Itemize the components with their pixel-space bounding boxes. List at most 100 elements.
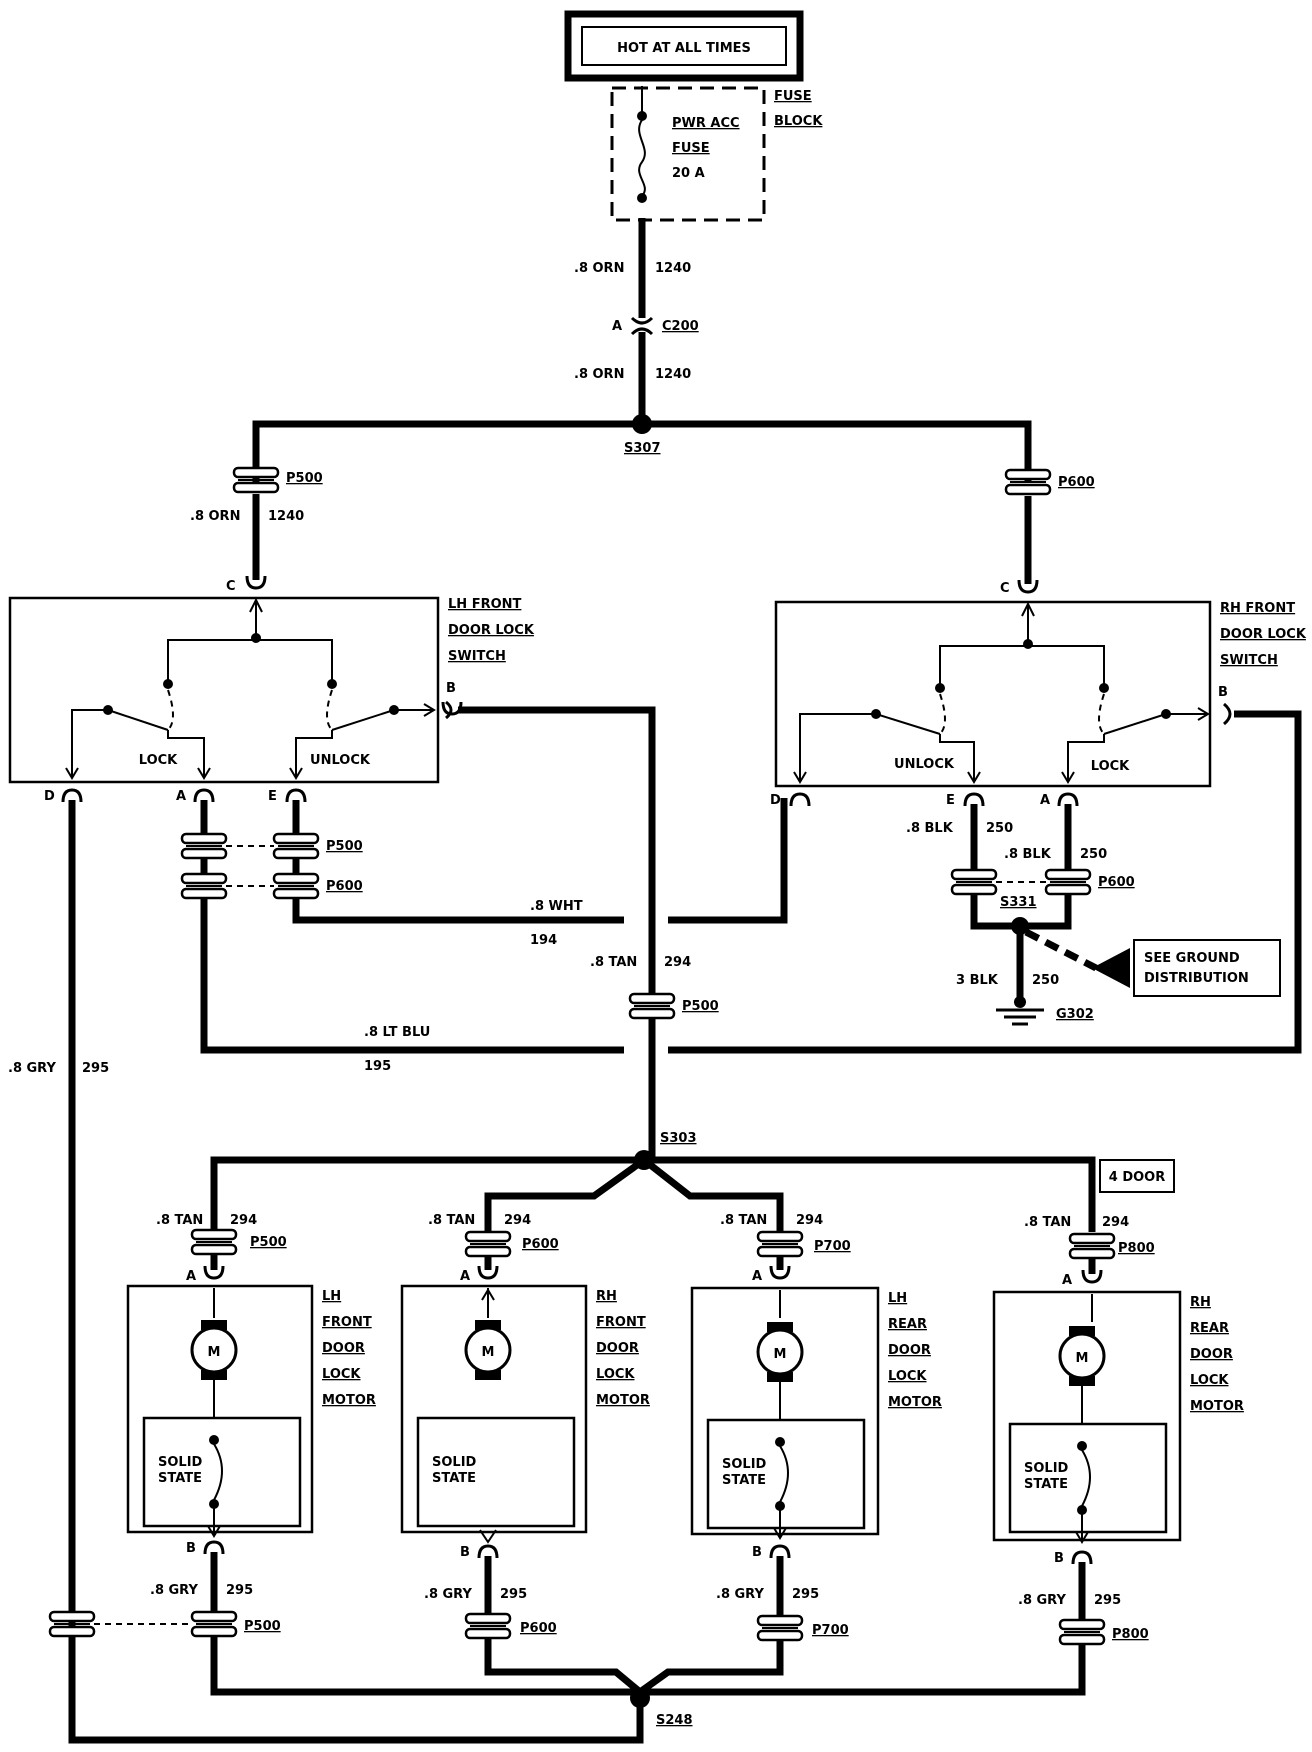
- gry-circuit-m2: 295: [500, 1587, 527, 1602]
- rh-switch-label-1: RH FRONT: [1220, 601, 1295, 616]
- gry-circuit-m4: 295: [1094, 1593, 1121, 1608]
- four-door-label: 4 DOOR: [1109, 1170, 1165, 1185]
- m1-solid-label-1: SOLID: [158, 1455, 203, 1470]
- ground-symbol: [996, 1008, 1044, 1026]
- m1-solid-label-2: STATE: [158, 1471, 202, 1486]
- gry-circuit-left: 295: [82, 1061, 109, 1076]
- blk3-gauge: 3 BLK: [956, 973, 999, 988]
- tan-circuit-m1: 294: [230, 1213, 257, 1228]
- orn-gauge-mid: .8 ORN: [574, 367, 624, 382]
- orn-circuit-top: 1240: [655, 261, 691, 276]
- p500-label-top: P500: [286, 471, 323, 486]
- c200-connector: [630, 316, 654, 336]
- gry-circuit-m3: 295: [792, 1587, 819, 1602]
- orn-circuit-left: 1240: [268, 509, 304, 524]
- blk3-circuit: 250: [1032, 973, 1059, 988]
- tan-circuit-m3: 294: [796, 1213, 823, 1228]
- orn-gauge-top: .8 ORN: [574, 261, 624, 276]
- m2-label-5: MOTOR: [596, 1393, 650, 1408]
- m4-pin-a: A: [1062, 1273, 1072, 1288]
- fuse-label-1: PWR ACC: [672, 116, 740, 131]
- tan-circuit-center: 294: [664, 955, 691, 970]
- m3-label-3: DOOR: [888, 1343, 931, 1358]
- c200-pin-a: A: [612, 319, 622, 334]
- m1-pin-b: B: [186, 1541, 196, 1556]
- m1-label-5: MOTOR: [322, 1393, 376, 1408]
- m4-solid-state: [1008, 1422, 1168, 1534]
- m4-solid-label-2: STATE: [1024, 1477, 1068, 1492]
- tan-circuit-m2: 294: [504, 1213, 531, 1228]
- m1-label-1: LH: [322, 1289, 341, 1304]
- p600-label-m2-bottom: P600: [520, 1621, 557, 1636]
- lh-switch-label-3: SWITCH: [448, 649, 506, 664]
- lh-pin-c: C: [226, 579, 236, 594]
- fuse-label-2: FUSE: [672, 141, 710, 156]
- rh-switch-label-2: DOOR LOCK: [1220, 627, 1307, 642]
- m3-label-2: REAR: [888, 1317, 927, 1332]
- lh-pin-a: A: [176, 789, 186, 804]
- rh-pin-a: A: [1040, 793, 1050, 808]
- s248-splice: [630, 1688, 650, 1708]
- gry-gauge-m2: .8 GRY: [424, 1587, 472, 1602]
- rh-lock-label: LOCK: [1091, 759, 1130, 774]
- rh-switch-label-3: SWITCH: [1220, 653, 1278, 668]
- s331-label: S331: [1000, 895, 1037, 910]
- m2-solid-state: [416, 1416, 576, 1528]
- rh-pin-d: D: [770, 793, 781, 808]
- lh-pin-b: B: [446, 681, 456, 696]
- m3-motor-symbol: M: [774, 1347, 787, 1362]
- m1-label-2: FRONT: [322, 1315, 372, 1330]
- p600-label-lh: P600: [326, 879, 363, 894]
- orn-gauge-left: .8 ORN: [190, 509, 240, 524]
- blk-circuit-e: 250: [986, 821, 1013, 836]
- p700-label-m3-bottom: P700: [812, 1623, 849, 1638]
- lh-pin-d: D: [44, 789, 55, 804]
- p800-label-m4-top: P800: [1118, 1241, 1155, 1256]
- p500-label-m1-top: P500: [250, 1235, 287, 1250]
- m1-pin-a: A: [186, 1269, 196, 1284]
- rh-front-door-lock-switch: [774, 600, 1212, 788]
- blk-circuit-a: 250: [1080, 847, 1107, 862]
- s248-label: S248: [656, 1713, 693, 1728]
- p600-label-rh: P600: [1098, 875, 1135, 890]
- m4-solid-label-1: SOLID: [1024, 1461, 1069, 1476]
- rh-pin-b: B: [1218, 685, 1228, 700]
- m4-label-4: LOCK: [1190, 1373, 1229, 1388]
- lh-lock-label: LOCK: [139, 753, 178, 768]
- fuse-block-outline: [610, 86, 766, 222]
- see-ground-distribution-box: [1133, 939, 1281, 997]
- m3-label-1: LH: [888, 1291, 907, 1306]
- m3-solid-label-2: STATE: [722, 1473, 766, 1488]
- m4-label-3: DOOR: [1190, 1347, 1233, 1362]
- p600-label-top: P600: [1058, 475, 1095, 490]
- see-ground-label-1: SEE GROUND: [1144, 951, 1240, 966]
- hot-at-all-times-label: HOT AT ALL TIMES: [617, 41, 751, 56]
- fuse-symbol: [638, 119, 646, 197]
- ltblu-circuit: 195: [364, 1059, 391, 1074]
- wht-gauge: .8 WHT: [530, 899, 583, 914]
- gry-gauge-left: .8 GRY: [8, 1061, 56, 1076]
- m2-motor-symbol: M: [482, 1345, 495, 1360]
- gry-gauge-m4: .8 GRY: [1018, 1593, 1066, 1608]
- m2-label-3: DOOR: [596, 1341, 639, 1356]
- blk-gauge-e: .8 BLK: [906, 821, 954, 836]
- m4-label-5: MOTOR: [1190, 1399, 1244, 1414]
- tan-gauge-m1: .8 TAN: [156, 1213, 203, 1228]
- lh-unlock-label: UNLOCK: [310, 753, 371, 768]
- m1-label-4: LOCK: [322, 1367, 361, 1382]
- m3-solid-label-1: SOLID: [722, 1457, 767, 1472]
- m2-pin-a: A: [460, 1269, 470, 1284]
- tan-gauge-m3: .8 TAN: [720, 1213, 767, 1228]
- m2-label-4: LOCK: [596, 1367, 635, 1382]
- lh-switch-label-2: DOOR LOCK: [448, 623, 535, 638]
- g302-label: G302: [1056, 1007, 1094, 1022]
- gry-gauge-m1: .8 GRY: [150, 1583, 198, 1598]
- fuse-label-3: 20 A: [672, 166, 705, 181]
- tan-gauge-center: .8 TAN: [590, 955, 637, 970]
- ltblu-gauge: .8 LT BLU: [364, 1025, 430, 1040]
- m2-pin-b: B: [460, 1545, 470, 1560]
- s307-splice: [632, 414, 652, 434]
- rh-unlock-label: UNLOCK: [894, 757, 955, 772]
- c200-label: C200: [662, 319, 699, 334]
